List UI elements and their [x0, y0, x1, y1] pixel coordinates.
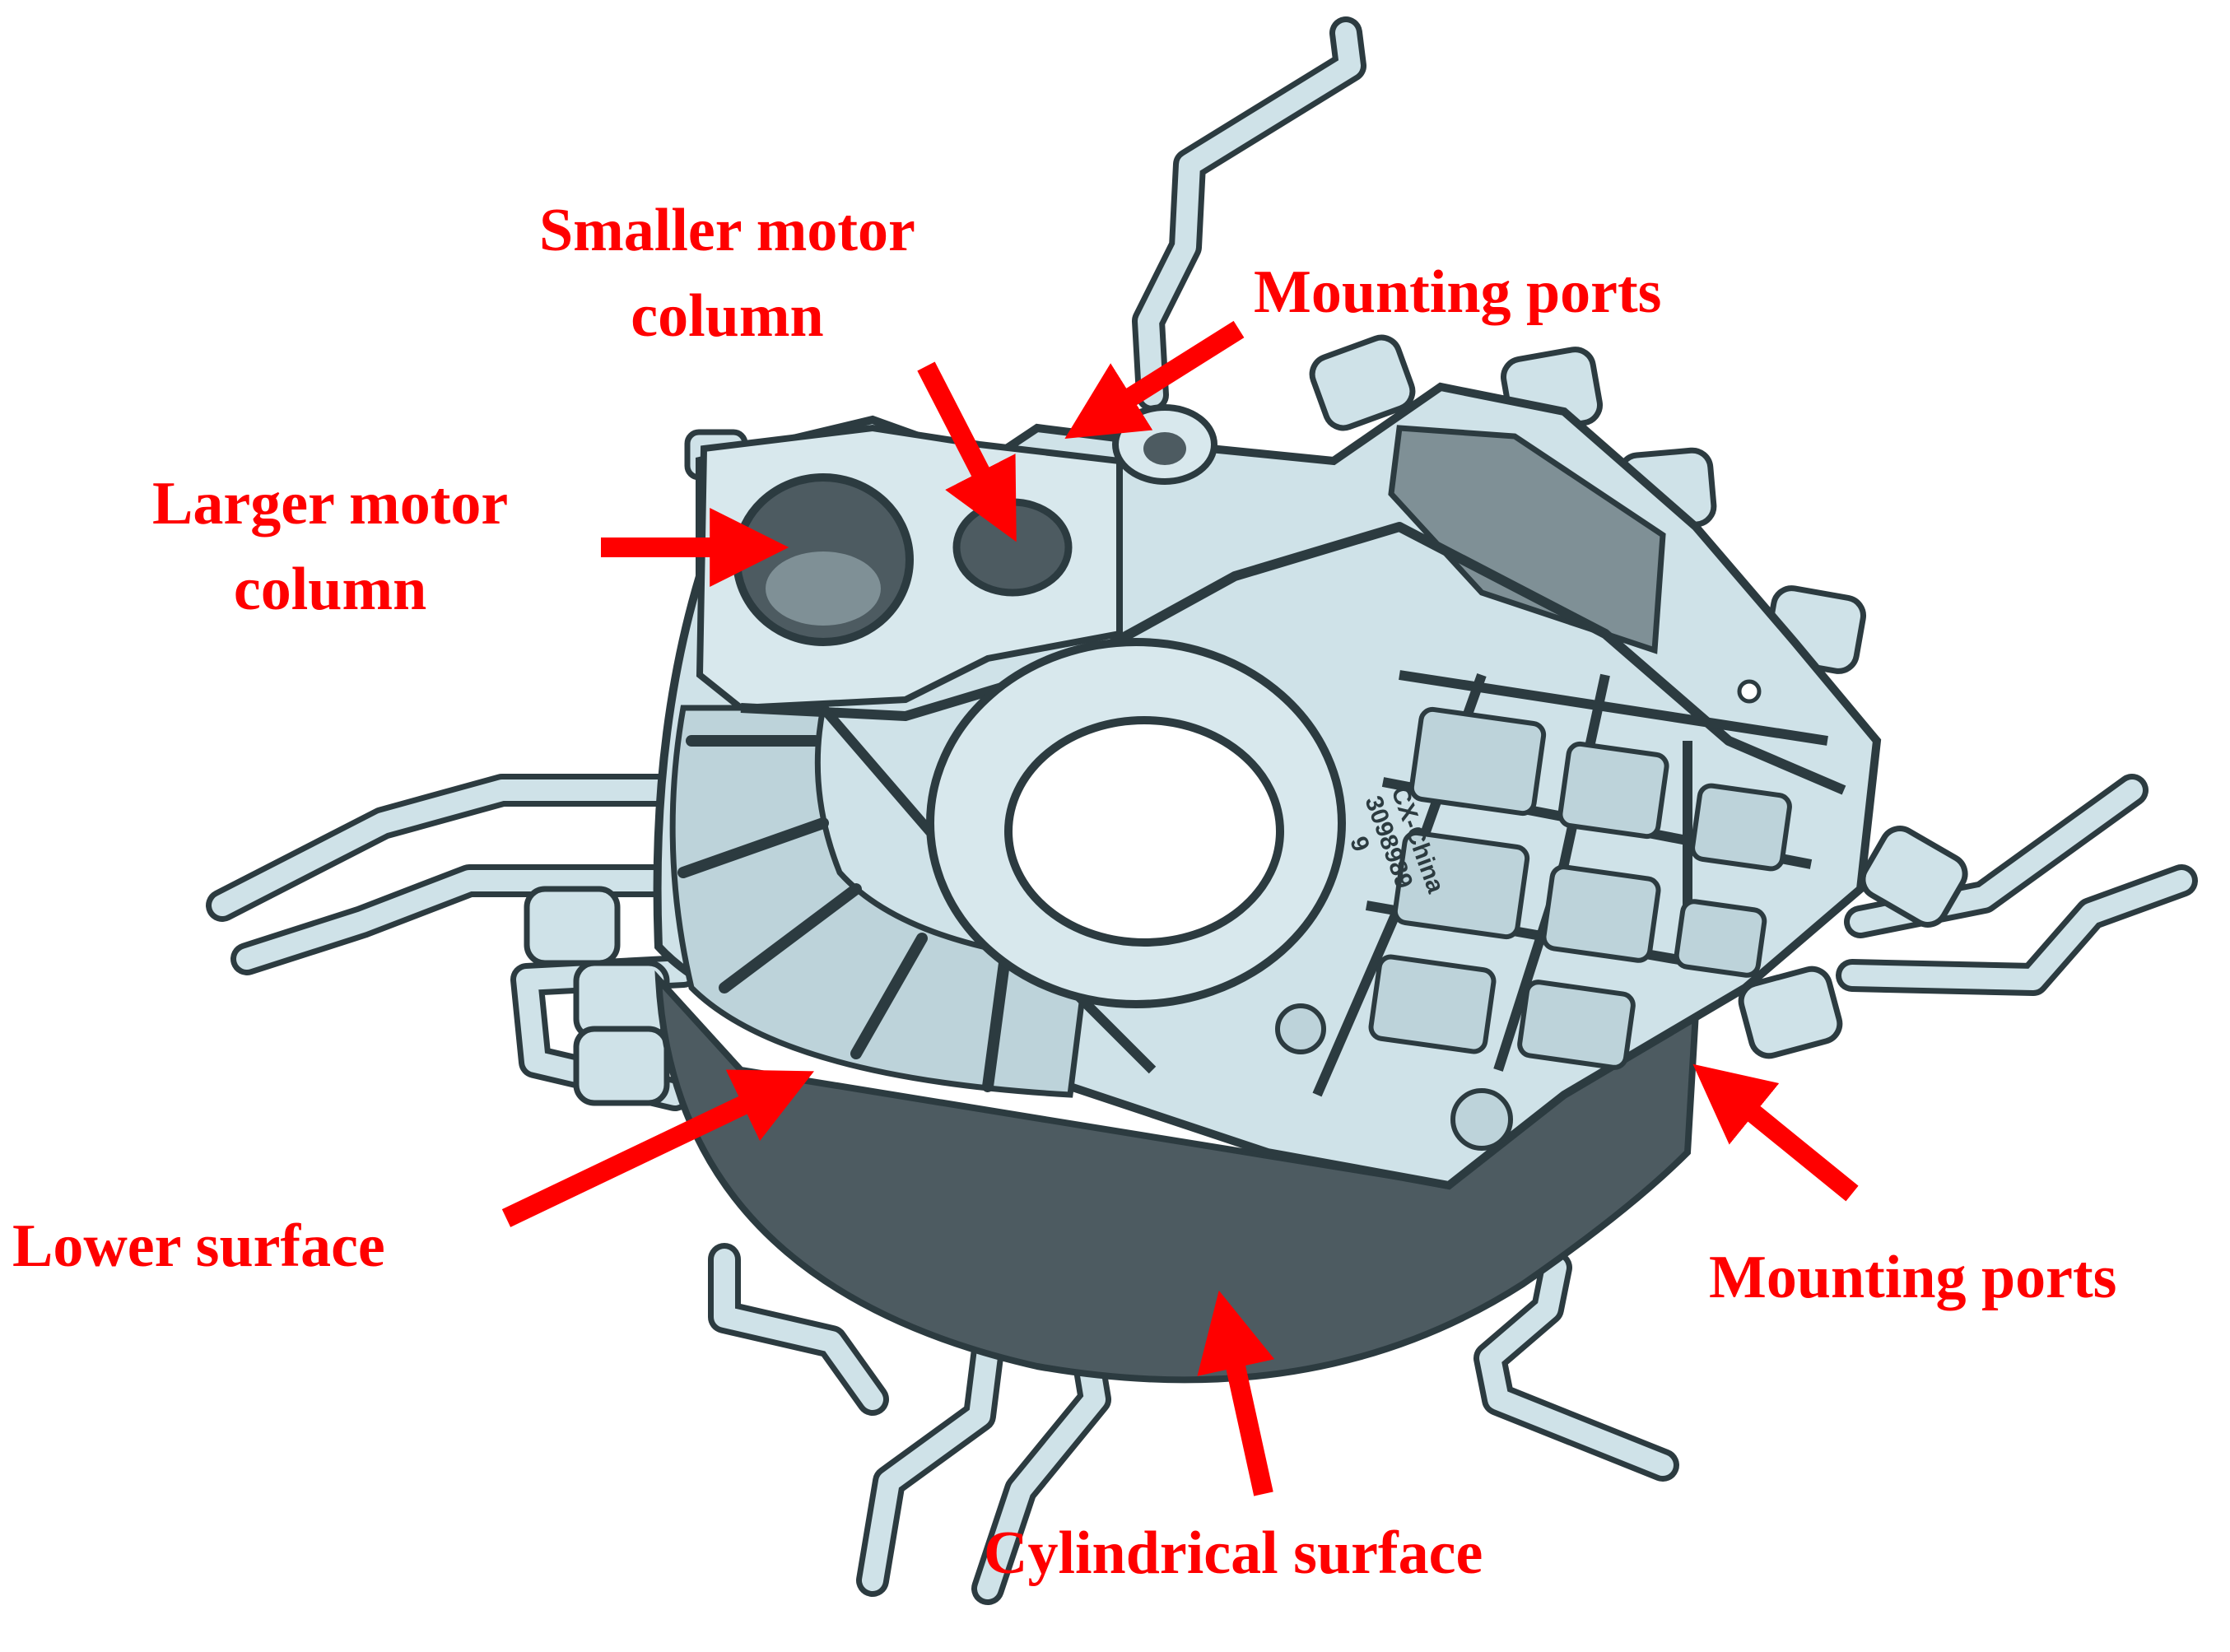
- label-lower-surface: Lower surface: [12, 1212, 385, 1280]
- tab: [1860, 826, 1968, 928]
- label-smaller-motor-column-line1: Smaller motor: [539, 197, 915, 264]
- tab: [1309, 334, 1416, 431]
- label-smaller-motor-column: Smaller motor column: [539, 188, 915, 359]
- label-mounting-ports-right: Mounting ports: [1709, 1244, 2117, 1311]
- runner-bottom-a: [856, 1333, 1004, 1597]
- arrow-cylindrical-surface: [1197, 1290, 1275, 1496]
- arrow-lower-surface: [501, 1069, 814, 1227]
- tab: [524, 886, 621, 966]
- arrow-mounting-ports-top: [1064, 320, 1245, 439]
- label-larger-motor-column-line1: Larger motor: [152, 470, 509, 537]
- arrow-mounting-ports-right: [1692, 1063, 1859, 1202]
- label-larger-motor-column: Larger motor column: [152, 461, 508, 632]
- lower-surface: [669, 705, 1090, 1098]
- label-larger-motor-column-line2: column: [233, 556, 427, 623]
- tab: [1738, 966, 1843, 1059]
- runner-left-b: [230, 864, 741, 975]
- smaller-motor-column-hole: [952, 498, 1073, 597]
- central-bore: [1004, 716, 1284, 947]
- tab: [573, 1026, 670, 1106]
- housing-body: [653, 382, 1882, 1384]
- label-smaller-motor-column-line2: column: [631, 282, 824, 350]
- arrow-smaller-motor-column: [917, 361, 1017, 542]
- label-cylindrical-surface: Cylindrical surface: [984, 1519, 1483, 1587]
- label-mounting-ports-top: Mounting ports: [1254, 258, 1662, 326]
- annotation-arrows: [501, 320, 1859, 1496]
